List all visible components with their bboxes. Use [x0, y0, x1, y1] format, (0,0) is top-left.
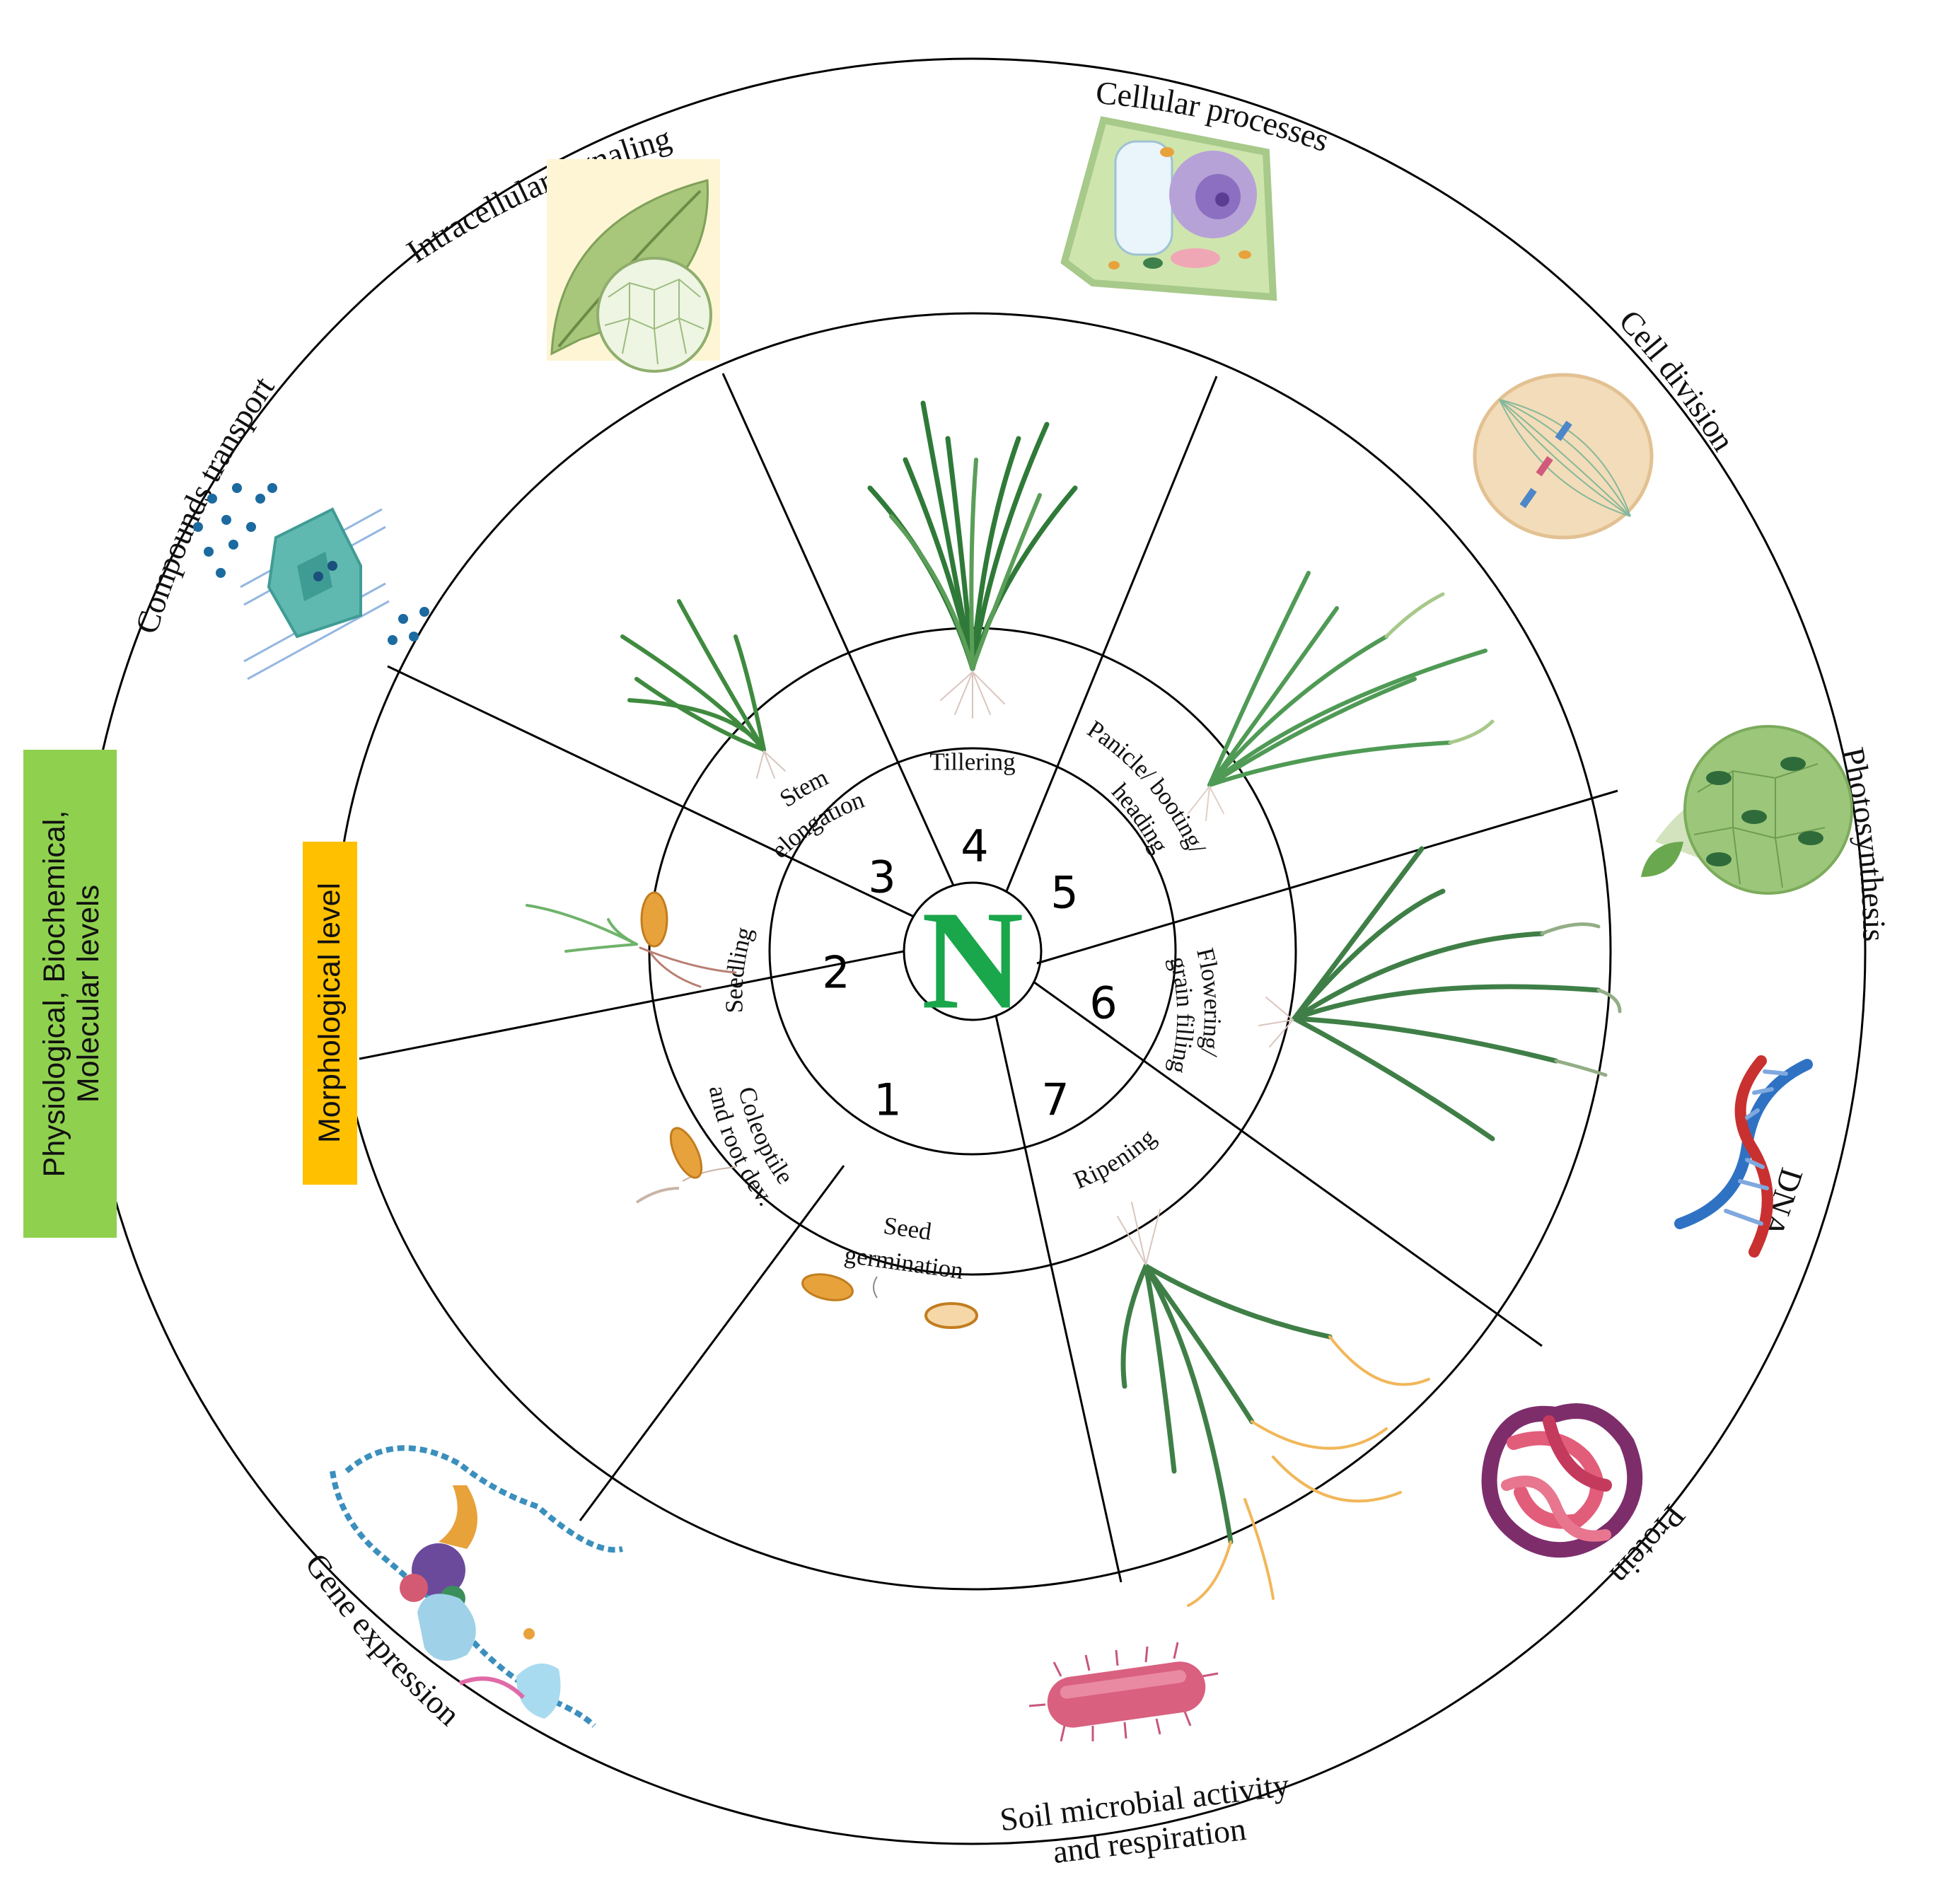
plant-cell-icon: [1060, 116, 1277, 301]
cell-division-icon: [1473, 373, 1654, 540]
stage-label-grain-filling: grain filling: [1164, 953, 1199, 1076]
leaf-cells-icon: [547, 159, 720, 373]
stage-label-tillering: Tillering: [929, 748, 1015, 776]
seedling-plant-icon: [526, 891, 737, 988]
stage-number-4: 4: [961, 820, 988, 872]
molecular-level-label-2: Molecular levels: [71, 885, 105, 1103]
stage-number-3: 3: [868, 852, 895, 903]
stage-label-ripening: Ripening: [1069, 1123, 1161, 1194]
membrane-transport-icon: [193, 483, 429, 680]
protein-structure-icon: [1481, 1403, 1643, 1558]
dna-helix-icon: [1674, 1055, 1813, 1258]
stage-number-7: 7: [1041, 1074, 1069, 1126]
flowering-plant-icon: [1258, 846, 1622, 1142]
germinating-seeds-icon: [801, 1273, 978, 1329]
stage-label-seed: Seed: [882, 1212, 934, 1246]
sector-dividers: [359, 373, 1618, 1583]
chloroplast-leaf-icon: [1641, 725, 1853, 895]
stage-number-1: 1: [874, 1074, 901, 1126]
center-nitrogen-label: N: [922, 883, 1023, 1039]
molecular-level-box: Physiological, Biochemical, Molecular le…: [23, 750, 117, 1238]
stage-number-5: 5: [1050, 867, 1078, 919]
stage-number-ring-circle: [768, 747, 1177, 1156]
coleoptile-seed-icon: [635, 1127, 736, 1204]
stage-numbers: 1 2 3 4 5 6 7: [822, 820, 1117, 1126]
molecular-level-label-1: Physiological, Biochemical,: [37, 811, 71, 1178]
gene-expression-icon: [330, 1445, 623, 1728]
morphological-level-label: Morphological level: [313, 883, 347, 1143]
stage-number-2: 2: [822, 947, 849, 999]
panicle-plant-icon: [1188, 571, 1495, 821]
morphological-level-box: Morphological level: [303, 842, 357, 1185]
stage-number-6: 6: [1089, 977, 1117, 1029]
stage-label-seedling: Seedling: [720, 924, 758, 1014]
ripening-plant-icon: [1117, 1202, 1430, 1607]
stem-elongation-plant-icon: [620, 599, 786, 779]
bacterium-icon: [1028, 1642, 1219, 1742]
tillering-plant-icon: [867, 400, 1078, 719]
stage-label-germination: germination: [843, 1241, 965, 1284]
